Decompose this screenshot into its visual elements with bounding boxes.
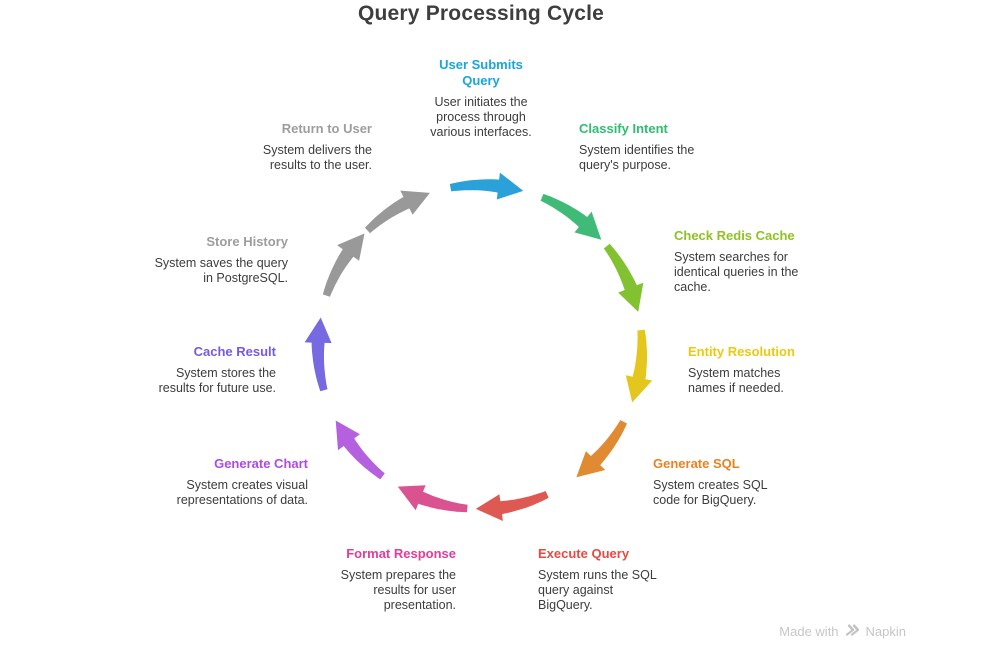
cycle-arrow — [475, 491, 549, 521]
step-description: User initiates the process through vario… — [430, 95, 532, 139]
step-title: Return to User — [281, 121, 372, 136]
step-description: System delivers the results to the user. — [262, 143, 372, 172]
step-title: Generate Chart — [214, 456, 308, 471]
step-classify-intent: Classify Intent System identifies the qu… — [579, 121, 711, 173]
step-title: Classify Intent — [579, 121, 668, 136]
cycle-arrow — [576, 420, 627, 478]
napkin-credit[interactable]: Made with Napkin — [779, 623, 906, 640]
step-check-redis-cache: Check Redis Cache System searches for id… — [674, 228, 800, 295]
step-description: System runs the SQL query against BigQue… — [538, 568, 657, 612]
cycle-arrow — [540, 193, 602, 240]
step-user-submits-query: User Submits Query User initiates the pr… — [421, 57, 541, 140]
step-description: System identifies the query's purpose. — [579, 143, 695, 172]
step-title: Check Redis Cache — [674, 228, 795, 243]
cycle-arrow — [449, 172, 524, 200]
step-title: Entity Resolution — [688, 344, 795, 359]
step-description: System creates visual representations of… — [176, 478, 308, 507]
step-cache-result: Cache Result System stores the results f… — [140, 344, 276, 396]
step-description: System matches names if needed. — [688, 366, 784, 395]
cycle-arrow — [304, 317, 332, 392]
step-execute-query: Execute Query System runs the SQL query … — [538, 546, 664, 613]
made-with-text: Made with — [779, 624, 839, 639]
cycle-arrow — [364, 190, 430, 234]
step-description: System stores the results for future use… — [158, 366, 276, 395]
napkin-logo-icon — [844, 623, 861, 640]
page-title: Query Processing Cycle — [357, 2, 604, 25]
step-title: Cache Result — [193, 344, 276, 359]
step-description: System searches for identical queries in… — [674, 250, 799, 294]
cycle-arrow — [603, 243, 644, 312]
step-format-response: Format Response System prepares the resu… — [330, 546, 456, 613]
brand-text: Napkin — [865, 624, 906, 639]
step-generate-sql: Generate SQL System creates SQL code for… — [653, 456, 785, 508]
step-title: Store History — [206, 234, 288, 249]
step-title: Format Response — [346, 546, 456, 561]
step-description: System creates SQL code for BigQuery. — [653, 478, 768, 507]
step-title: Generate SQL — [653, 456, 740, 471]
step-title: User Submits Query — [439, 57, 523, 88]
cycle-arrow — [322, 233, 365, 297]
step-description: System prepares the results for user pre… — [340, 568, 456, 612]
step-description: System saves the query in PostgreSQL. — [154, 256, 288, 285]
step-generate-chart: Generate Chart System creates visual rep… — [172, 456, 308, 508]
step-store-history: Store History System saves the query in … — [152, 234, 288, 286]
cycle-arrow — [335, 420, 385, 480]
cycle-arrow — [625, 329, 653, 403]
cycle-arrow — [397, 485, 468, 513]
step-title: Execute Query — [538, 546, 630, 561]
step-entity-resolution: Entity Resolution System matches names i… — [688, 344, 810, 396]
step-return-to-user: Return to User System delivers the resul… — [246, 121, 372, 173]
